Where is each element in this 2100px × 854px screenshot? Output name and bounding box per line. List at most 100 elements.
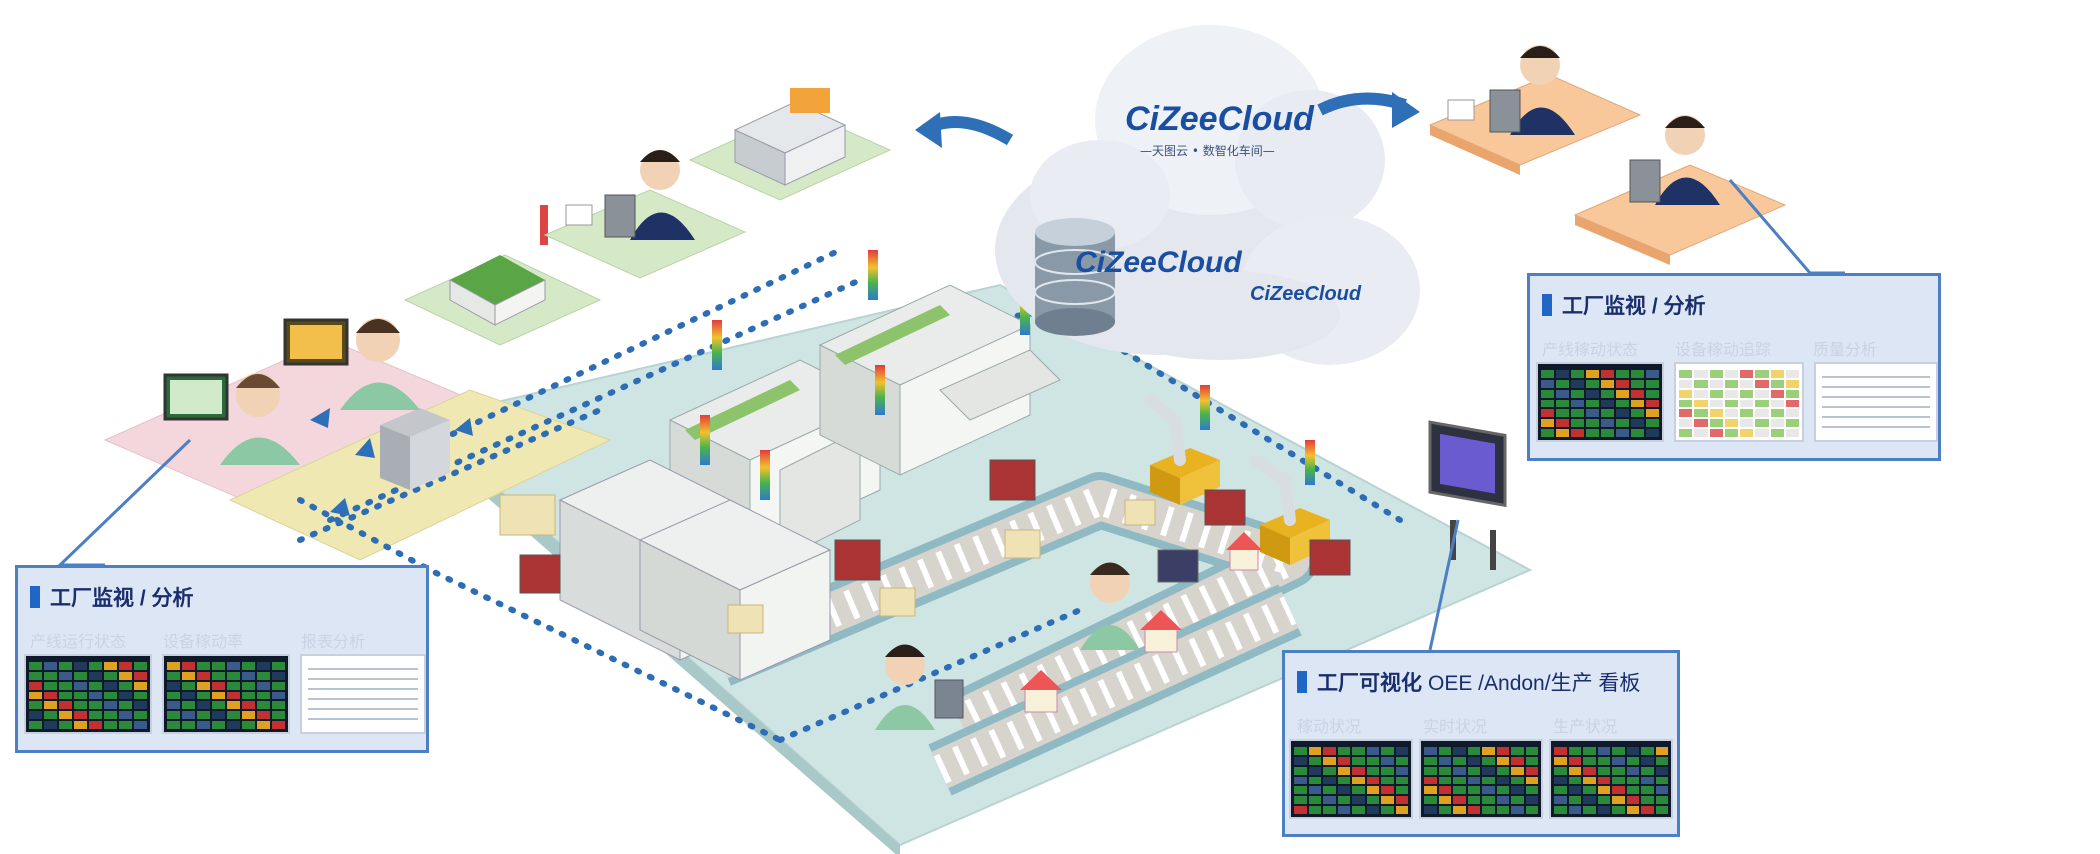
thumb-cell [1626,786,1639,795]
thumb-cell [182,721,195,729]
thumb-cell [59,711,72,720]
thumb-cell [1294,806,1307,814]
thumb-cell [1554,796,1567,805]
thumb-cell [257,721,270,729]
thumb-cell [257,681,270,690]
thumb-cell [1381,796,1394,805]
thumb-cell [1568,766,1581,775]
thumb-cell [1694,389,1708,398]
thumb-cell [1679,429,1693,437]
thumb-cell [1679,370,1693,378]
thumb-cell [1308,766,1321,775]
thumb-cell [1626,766,1639,775]
thumb-cell [167,662,180,670]
thumb-cell [1679,389,1693,398]
thumb-cell [1571,399,1584,408]
thumb-cell [1337,796,1350,805]
thumb-cell [29,711,42,720]
thumb-cell [272,721,285,729]
thumb-cell [1541,429,1554,437]
thumb-cell [1631,370,1644,378]
thumb-cell [197,711,210,720]
thumb-cell [182,681,195,690]
thumb-cell [1583,766,1596,775]
thumb-cell [1568,776,1581,785]
thumb-cell [1568,747,1581,755]
thumb-cell [1679,379,1693,388]
thumb-cell [242,721,255,729]
thumb-cell [1571,419,1584,428]
dashboard-thumb-oee [1289,739,1413,819]
thumb-cell [1571,389,1584,398]
thumb-cell [1770,370,1784,378]
thumb-cell [1554,756,1567,765]
thumb-cell [1755,419,1769,428]
thumb-cell [1740,399,1754,408]
thumb-cell [1740,429,1754,437]
thumb-cell [1556,429,1569,437]
thumb-cell [134,671,147,680]
thumb-cell [119,701,132,710]
thumb-cell [1597,786,1610,795]
thumb-cell [1438,796,1451,805]
thumb-cell [182,711,195,720]
thumb-grid [1554,747,1668,814]
thumb-cell [197,671,210,680]
thumb-cell [1541,370,1554,378]
thumb-cell [1709,409,1723,418]
thumb-cell [242,671,255,680]
thumb-cell [134,721,147,729]
thumb-cell [1597,806,1610,814]
thumb-cell [1568,796,1581,805]
thumb-cell [1583,776,1596,785]
thumb-cell [1525,756,1538,765]
thumb-cell [1294,796,1307,805]
thumb-cell [1467,796,1480,805]
thumb-cell [44,691,57,700]
panel-sub-3: 生产状况 [1553,719,1618,736]
thumb-cell [1601,399,1614,408]
thumb-cell [1482,756,1495,765]
thumb-cell [1352,747,1365,755]
thumb-cell [1366,747,1379,755]
thumb-cell [1612,796,1625,805]
manager-tile-1 [543,150,747,279]
thumb-cell [1453,747,1466,755]
thumb-cell [1424,806,1437,814]
dashboard-thumb-status [24,654,152,734]
thumb-cell [1694,409,1708,418]
thumb-cell [1655,796,1668,805]
thumb-cell [59,662,72,670]
thumb-cell [212,691,225,700]
panel-sub-2: 设备稼动率 [163,634,244,651]
thumb-cell [1631,429,1644,437]
thumb-cell [1616,419,1629,428]
thumb-cell [1395,776,1408,785]
thumb-cell [1641,806,1654,814]
thumb-cell [257,701,270,710]
thumb-cell [1740,370,1754,378]
thumb-cell [212,662,225,670]
panel-title: 工厂可视化 OEE /Andon/生产 看板 [1297,669,1640,695]
thumb-cell [1381,786,1394,795]
thumb-cell [1323,747,1336,755]
thumb-cell [1424,747,1437,755]
thumb-grid [167,662,285,729]
thumb-cell [1438,747,1451,755]
thumb-cell [1655,747,1668,755]
thumb-cell [1308,806,1321,814]
thumb-cell [89,662,102,670]
thumb-cell [1467,776,1480,785]
thumb-cell [1755,389,1769,398]
thumb-cell [1597,796,1610,805]
thumb-cell [1612,756,1625,765]
panel-title-bold: 工厂可视化 [1317,672,1422,695]
thumb-cell [1541,379,1554,388]
thumb-cell [74,701,87,710]
house-products [1020,532,1262,713]
thumb-cell [1424,796,1437,805]
thumb-cell [104,691,117,700]
thumb-cell [1709,370,1723,378]
thumb-cell [1694,399,1708,408]
title-bar-icon [1542,294,1552,316]
